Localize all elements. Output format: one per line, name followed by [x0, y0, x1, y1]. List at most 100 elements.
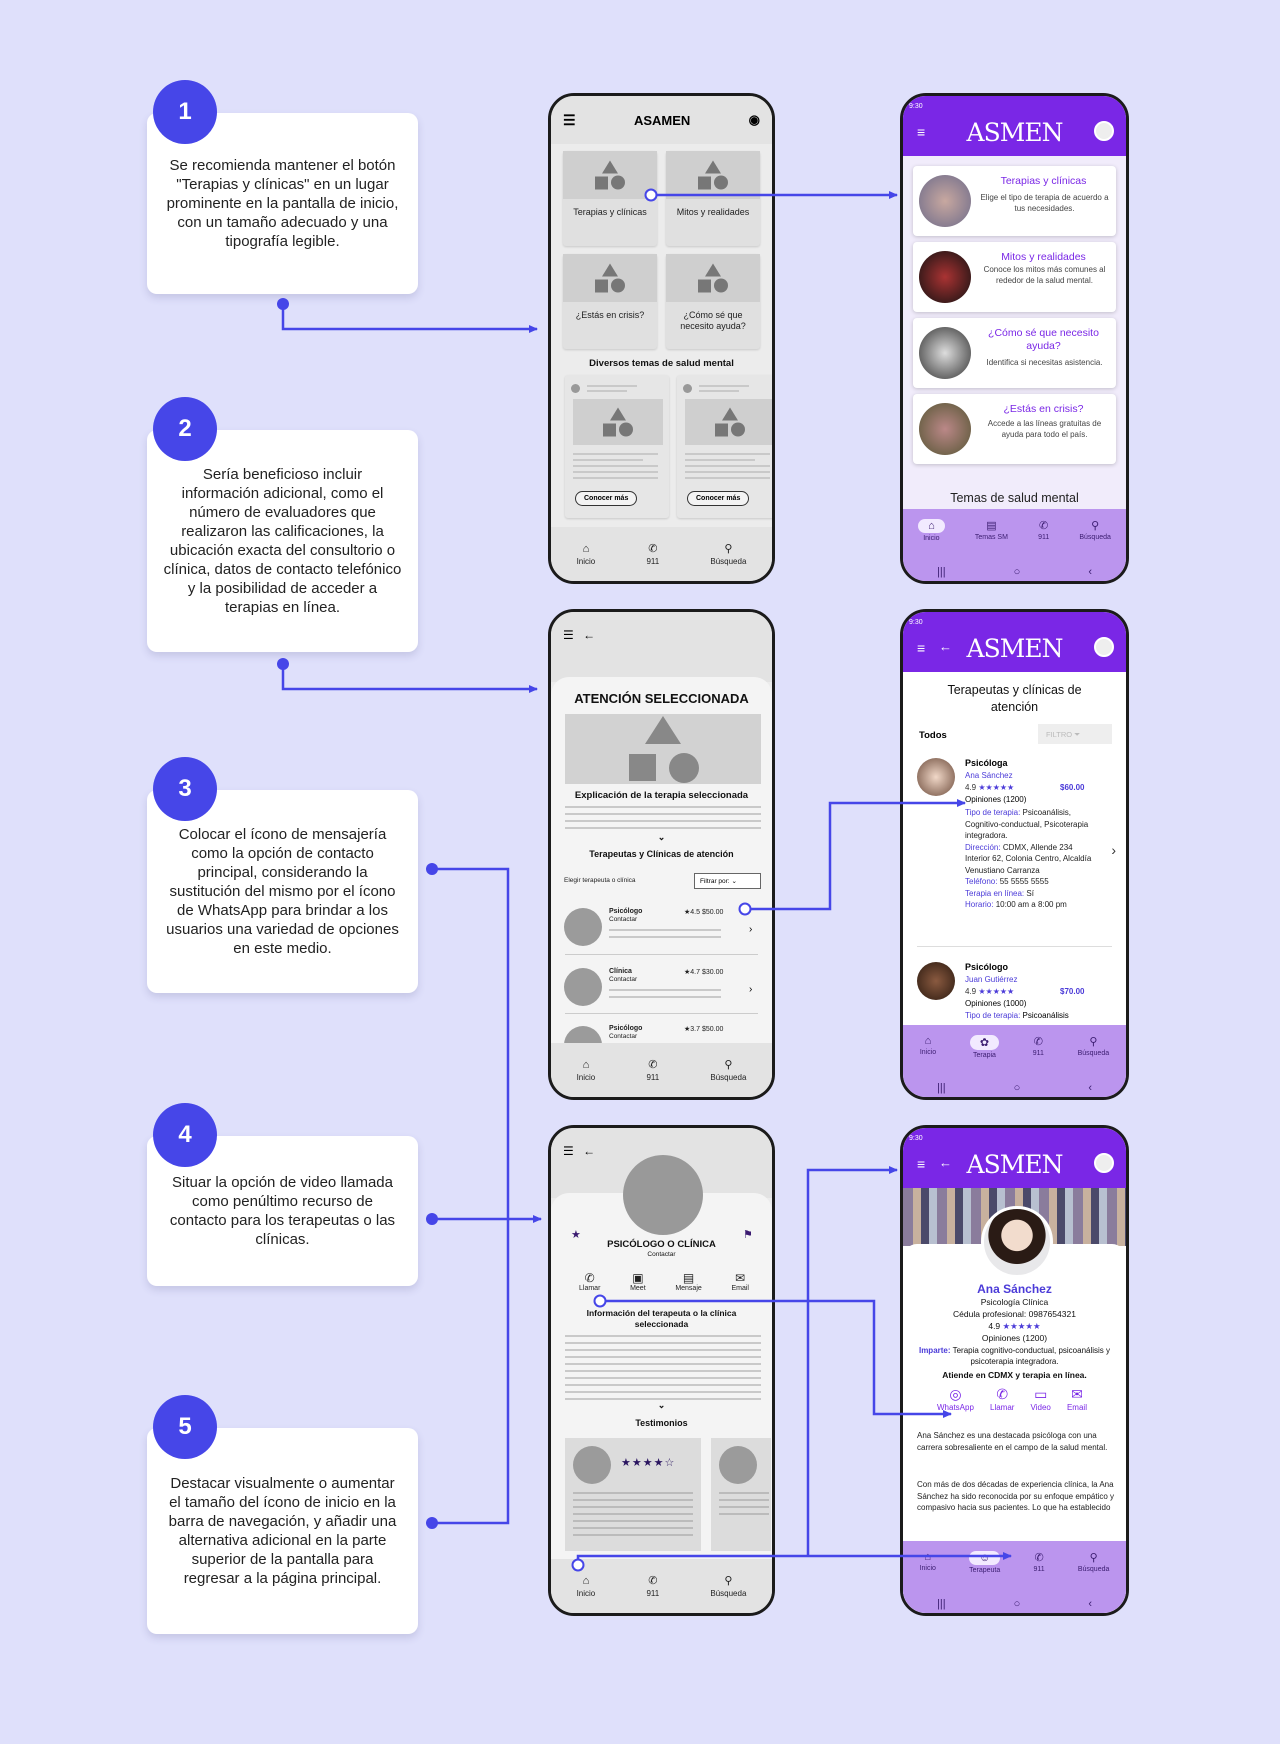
nav-search[interactable]: ⚲Búsqueda [710, 1058, 746, 1082]
avatar[interactable] [1094, 637, 1114, 657]
avatar[interactable] [1094, 1153, 1114, 1173]
chevron-down-icon[interactable]: ⌄ [657, 832, 666, 842]
nav-search[interactable]: ⚲Búsqueda [1078, 1035, 1110, 1057]
wf-tile[interactable]: ¿Estás en crisis? [563, 254, 657, 349]
wf-bottom-nav: ⌂Inicio ✆911 ⚲Búsqueda [551, 527, 772, 581]
back-icon[interactable]: ‹ [1088, 566, 1092, 578]
step-card-1: Se recomienda mantener el botón "Terapia… [147, 113, 418, 294]
back-icon[interactable]: ‹ [1088, 1598, 1092, 1610]
opinions-count: Opiniones (1200) [981, 1333, 1048, 1343]
nav-search[interactable]: ⚲Búsqueda [1078, 1551, 1110, 1573]
nav-call[interactable]: ✆911 [1038, 519, 1049, 541]
phone-icon: ✆ [1039, 520, 1049, 532]
step-badge-1: 1 [153, 80, 217, 144]
profile-name: Ana Sánchez [977, 1282, 1052, 1296]
step-badge-5: 5 [153, 1395, 217, 1459]
phone-icon: ✆ [648, 1575, 658, 1587]
attends-info: Atiende en CDMX y terapia en línea. [942, 1370, 1087, 1380]
star-icon[interactable]: ★ [571, 1229, 581, 1241]
nav-home[interactable]: ⌂Inicio [918, 519, 945, 542]
nav-home[interactable]: ⌂Inicio [577, 543, 596, 566]
learn-more-button[interactable]: Conocer más [687, 491, 750, 506]
detail-label: Tipo de terapia: [965, 1011, 1021, 1020]
menu-icon[interactable]: ≡ [917, 1156, 926, 1172]
back-arrow-icon[interactable]: ← [583, 1144, 596, 1158]
item-sub: Contactar [609, 976, 638, 983]
nav-call[interactable]: ✆911 [1033, 1035, 1044, 1057]
chevron-right-icon[interactable]: › [749, 924, 753, 935]
back-arrow-icon[interactable]: ← [939, 1155, 952, 1170]
menu-icon[interactable]: ≡ [917, 124, 926, 140]
wf-topic-card[interactable]: Conocer más [677, 375, 772, 518]
menu-icon[interactable]: ≡ [917, 640, 926, 656]
menu-icon[interactable]: ☰ [563, 1144, 574, 1158]
nav-call[interactable]: ✆911 [646, 1058, 659, 1082]
brand-logo[interactable]: ASMEN [966, 634, 1064, 663]
detail-label: Horario: [965, 900, 994, 909]
learn-more-button[interactable]: Conocer más [575, 491, 638, 506]
wireframe-home: ☰ ASAMEN ◉ Terapias y clínicas Mitos y r… [548, 93, 775, 584]
message-action[interactable]: ▤Mensaje [675, 1271, 701, 1292]
back-icon[interactable]: ‹ [1088, 1082, 1092, 1094]
nav-call[interactable]: ✆911 [646, 1574, 659, 1598]
nav-topics[interactable]: ▤Temas SM [975, 519, 1008, 541]
detail-value: Psicoanálisis [1022, 1011, 1069, 1020]
video-action[interactable]: ▭Video [1031, 1386, 1051, 1412]
wf-topic-card[interactable]: Conocer más [565, 375, 669, 518]
menu-icon[interactable]: ☰ [563, 628, 574, 642]
wf-bottom-nav: ⌂Inicio ✆911 ⚲Búsqueda [551, 1043, 772, 1097]
all-filter-label: Todos [919, 730, 947, 741]
email-action[interactable]: ✉Email [1067, 1386, 1087, 1412]
action-label: Llamar [579, 1285, 601, 1292]
whatsapp-action[interactable]: ◎WhatsApp [937, 1386, 974, 1412]
home-icon: ⌂ [918, 519, 945, 533]
nav-search[interactable]: ⚲Búsqueda [710, 1574, 746, 1598]
location-pin-icon[interactable]: ⚑ [743, 1229, 753, 1241]
brand-logo[interactable]: ASMEN [966, 1150, 1064, 1179]
wf-tile[interactable]: ¿Cómo sé que necesito ayuda? [666, 254, 760, 349]
hifi-profile: 9:30 ≡ ← ASMEN Ana Sánchez Psicología Cl… [900, 1125, 1129, 1616]
nav-search[interactable]: ⚲Búsqueda [1079, 519, 1111, 541]
nav-search[interactable]: ⚲Búsqueda [710, 542, 746, 566]
nav-home[interactable]: ⌂Inicio [920, 1035, 936, 1056]
hf-menu-card[interactable]: ¿Estás en crisis?Accede a las líneas gra… [913, 394, 1116, 464]
nav-home[interactable]: ⌂Inicio [920, 1551, 936, 1572]
filter-button[interactable]: FILTRO ⏷ [1038, 724, 1112, 744]
call-action[interactable]: ✆Llamar [579, 1271, 600, 1292]
home-circle-icon[interactable]: ○ [1013, 1082, 1021, 1094]
home-circle-icon[interactable]: ○ [1013, 1598, 1021, 1610]
nav-therapy[interactable]: ✿Terapia [969, 1035, 1000, 1059]
brand-logo[interactable]: ASMEN [966, 118, 1064, 147]
meet-action[interactable]: ▣Meet [630, 1271, 646, 1292]
avatar[interactable] [1094, 121, 1114, 141]
user-icon[interactable]: ◉ [748, 112, 760, 127]
menu-icon[interactable]: ☰ [563, 111, 576, 128]
back-arrow-icon[interactable]: ← [583, 628, 596, 642]
wf-tile[interactable]: Terapias y clínicas [563, 151, 657, 246]
back-arrow-icon[interactable]: ← [939, 639, 952, 654]
chevron-right-icon[interactable]: › [749, 984, 753, 995]
wf-tile[interactable]: Mitos y realidades [666, 151, 760, 246]
nav-call[interactable]: ✆911 [646, 542, 659, 566]
call-action[interactable]: ✆Llamar [990, 1386, 1014, 1412]
nav-home[interactable]: ⌂Inicio [577, 1059, 596, 1082]
recents-icon[interactable]: ||| [937, 566, 946, 578]
step-text-5: Destacar visualmente o aumentar el tamañ… [168, 1475, 397, 1587]
nav-therapist[interactable]: ☺Terapeuta [969, 1551, 1001, 1574]
hf-menu-card[interactable]: ¿Cómo sé que necesito ayuda?Identifica s… [913, 318, 1116, 388]
chevron-right-icon[interactable]: › [1111, 842, 1116, 858]
phone-icon: ✆ [584, 1271, 595, 1285]
search-icon: ⚲ [724, 543, 733, 555]
wf-header: ☰ ← [551, 612, 772, 682]
filter-dropdown[interactable]: Filtrar por: ⌄ [694, 873, 761, 889]
action-label: Llamar [990, 1403, 1015, 1412]
recents-icon[interactable]: ||| [937, 1598, 946, 1610]
email-action[interactable]: ✉Email [731, 1271, 749, 1292]
home-circle-icon[interactable]: ○ [1013, 566, 1021, 578]
chevron-down-icon[interactable]: ⌄ [657, 1400, 666, 1410]
recents-icon[interactable]: ||| [937, 1082, 946, 1094]
nav-call[interactable]: ✆911 [1034, 1551, 1045, 1573]
nav-home[interactable]: ⌂Inicio [577, 1575, 596, 1598]
